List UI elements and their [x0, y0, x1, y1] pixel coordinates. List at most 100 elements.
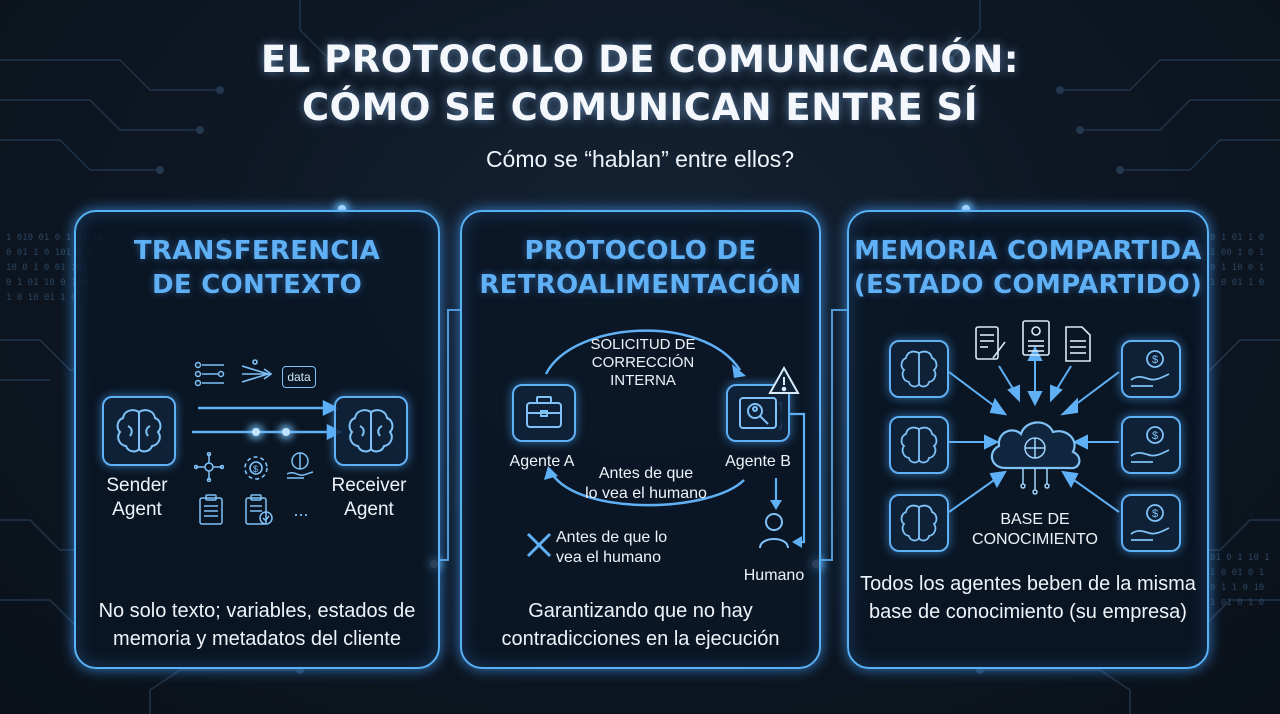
agent-a-icon [512, 384, 576, 442]
shared-memory-panel: MEMORIA COMPARTIDA (ESTADO COMPARTIDO) [847, 210, 1209, 669]
merge-arrows-icon [240, 358, 276, 390]
money-hand-icon: $ [1130, 504, 1170, 541]
page-title-line1: EL PROTOCOLO DE COMUNICACIÓN: [260, 38, 1020, 81]
panel-title: PROTOCOLO DE RETROALIMENTACIÓN [462, 234, 819, 302]
svg-text:1 0 01 0 1: 1 0 01 0 1 [1210, 568, 1264, 578]
footer-line2: contradicciones en la ejecución [501, 628, 780, 650]
request-line2: CORRECCIÓN INTERNA [591, 354, 695, 389]
transfer-arrows [192, 399, 342, 441]
svg-text:1 010 01 0 1 01 10: 1 010 01 0 1 01 10 [6, 233, 104, 243]
svg-text:10 0 1 0 01 101: 10 0 1 0 01 101 [6, 263, 87, 273]
svg-text:0 1 1 0 10: 0 1 1 0 10 [1210, 583, 1264, 593]
svg-text:0 01 1 0 101 0 1: 0 01 1 0 101 0 1 [6, 248, 93, 258]
agent-a-label: Agente A [509, 453, 575, 470]
svg-text:$: $ [253, 464, 258, 474]
receiver-line2: Agent [344, 499, 394, 520]
panel-title-line1: MEMORIA COMPARTIDA [854, 236, 1202, 266]
escalation-arrows [770, 412, 806, 548]
panel-title-line2: RETROALIMENTACIÓN [479, 270, 802, 300]
kb-line2: CONOCIMIENTO [972, 531, 1098, 548]
correction-request-label: SOLICITUD DE CORRECCIÓN INTERNA [558, 336, 728, 390]
knowledge-arrows [948, 345, 1120, 513]
brain-icon [348, 409, 394, 453]
clipboard-check-icon [244, 494, 274, 526]
human-label: Humano [743, 567, 805, 584]
panel-title: TRANSFERENCIA DE CONTEXTO [76, 234, 438, 302]
svg-text:$: $ [1152, 508, 1158, 520]
panel-footer: No solo texto; variables, estados de mem… [76, 597, 438, 653]
footer-line1: Todos los agentes beben de la misma [860, 573, 1196, 595]
money-hand-icon: $ [1130, 350, 1170, 387]
network-icon [194, 452, 224, 482]
magnifier-icon [739, 397, 777, 429]
person-icon [756, 510, 792, 550]
brain-icon [900, 426, 938, 464]
brain-icon [900, 350, 938, 388]
footer-line2: base de conocimiento (su empresa) [869, 601, 1187, 623]
before-human-line1: Antes de que [598, 465, 694, 482]
page-subtitle: Cómo se “hablan” entre ellos? [485, 146, 795, 172]
data-flow-icon [194, 360, 230, 388]
money-hand-box: $ [1121, 340, 1181, 398]
sender-agent-label: Sender Agent [90, 474, 184, 522]
rejected-path-label: Antes de que lo vea el humano [556, 528, 686, 568]
sender-line2: Agent [112, 499, 162, 520]
page-title-line2: CÓMO SE COMUNICAN ENTRE SÍ [302, 86, 978, 129]
footer-line1: Garantizando que no hay [528, 600, 753, 622]
agent-brain-icon [889, 340, 949, 398]
svg-text:1 01 0 1 0: 1 01 0 1 0 [1210, 598, 1264, 608]
footer-line2: memoria y metadatos del cliente [113, 628, 401, 650]
receiver-agent-icon [334, 396, 408, 466]
agent-brain-icon [889, 416, 949, 474]
panel-title-line1: PROTOCOLO DE [524, 236, 757, 266]
svg-text:$: $ [1152, 354, 1158, 366]
sender-agent-icon [102, 396, 176, 466]
kb-line1: BASE DE [1000, 511, 1070, 528]
panel-footer: Garantizando que no hay contradicciones … [462, 597, 819, 653]
document-icon [1063, 324, 1093, 364]
warning-icon [768, 366, 800, 396]
briefcase-icon [526, 396, 562, 428]
request-line1: SOLICITUD DE [590, 336, 696, 353]
receiver-line1: Receiver [331, 475, 407, 496]
document-pen-icon [973, 324, 1007, 364]
money-hand-icon: $ [1130, 426, 1170, 463]
sender-line1: Sender [106, 475, 168, 496]
svg-text:01 0 1 10 1: 01 0 1 10 1 [1210, 553, 1270, 563]
brain-icon [116, 409, 162, 453]
money-hand-box: $ [1121, 416, 1181, 474]
receiver-agent-label: Receiver Agent [320, 474, 418, 522]
svg-text:1 0 10 01 1 0 1: 1 0 10 01 1 0 1 [6, 293, 87, 303]
brain-icon [900, 504, 938, 542]
before-human-line2: lo vea el humano [585, 485, 707, 502]
gear-icon: $ [240, 452, 272, 484]
glow-dot [252, 428, 260, 436]
agent-brain-icon [889, 494, 949, 552]
panel-title-line2: DE CONTEXTO [151, 270, 363, 300]
rejected-line1: Antes de que lo [556, 529, 668, 546]
agent-b-icon [726, 384, 790, 442]
feedback-protocol-panel: PROTOCOLO DE RETROALIMENTACIÓN SOLICITUD… [460, 210, 821, 669]
svg-text:1 00 1 0 1: 1 00 1 0 1 [1210, 248, 1264, 258]
panel-title: MEMORIA COMPARTIDA (ESTADO COMPARTIDO) [849, 234, 1207, 302]
brain-hand-icon [284, 450, 316, 482]
cloud-icon [983, 408, 1087, 498]
panel-title-line1: TRANSFERENCIA [133, 236, 381, 266]
ellipsis: ... [293, 500, 309, 520]
svg-text:1 0 01 1 0: 1 0 01 1 0 [1210, 278, 1264, 288]
before-human-label: Antes de que lo vea el humano [566, 464, 726, 504]
clipboard-icon [198, 494, 224, 526]
x-icon [524, 530, 554, 560]
panel-title-line2: (ESTADO COMPARTIDO) [853, 270, 1203, 300]
rejected-line2: vea el humano [556, 549, 661, 566]
knowledge-base-label: BASE DE CONOCIMIENTO [953, 510, 1117, 550]
svg-text:$: $ [1152, 430, 1158, 442]
data-tag: data [282, 366, 316, 388]
glow-dot [962, 205, 970, 213]
money-hand-box: $ [1121, 494, 1181, 552]
glow-dot [282, 428, 290, 436]
panel-footer: Todos los agentes beben de la misma base… [849, 570, 1207, 626]
svg-text:0 1 10 0 1: 0 1 10 0 1 [1210, 263, 1264, 273]
document-gear-icon [1019, 318, 1053, 360]
